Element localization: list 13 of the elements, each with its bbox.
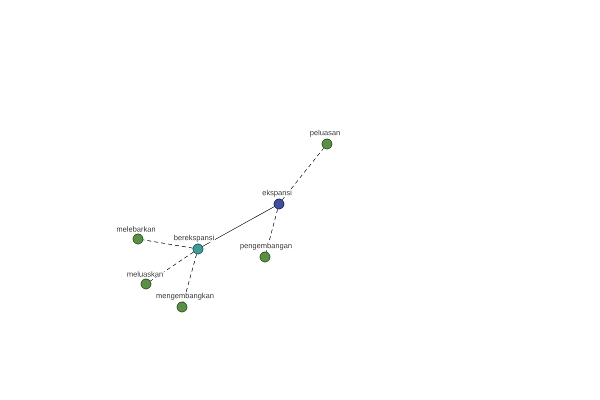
connector — [282, 148, 324, 200]
node-circle — [322, 138, 332, 150]
connector — [183, 254, 197, 302]
connector — [150, 252, 194, 282]
connector — [142, 240, 194, 248]
connector — [266, 208, 278, 252]
node-circle — [274, 198, 284, 210]
node-circle — [192, 244, 204, 254]
node-circle — [140, 278, 152, 290]
node-circle — [260, 252, 270, 262]
node-circle — [176, 302, 188, 312]
connector — [202, 206, 275, 247]
node-circle — [132, 234, 144, 244]
